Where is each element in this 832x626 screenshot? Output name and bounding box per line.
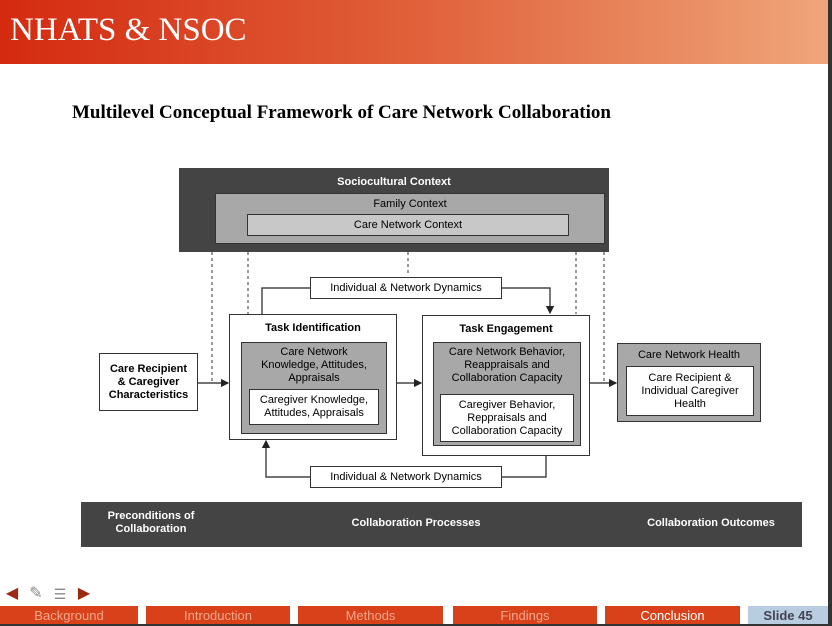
slide-number: Slide 45 — [748, 606, 828, 624]
slide-title: Multilevel Conceptual Framework of Care … — [72, 102, 611, 123]
care-network-health-box: Care Network Health Care Recipient & Ind… — [617, 343, 761, 422]
characteristics-box: Care Recipient & Caregiver Characteristi… — [99, 353, 198, 411]
tab-introduction[interactable]: Introduction — [146, 606, 290, 624]
pen-icon[interactable]: ✎ — [29, 585, 43, 602]
stage-footer: Preconditions of Collaboration Collabora… — [81, 502, 802, 547]
health-title: Care Network Health — [637, 348, 741, 361]
outcomes-label: Collaboration Outcomes — [647, 517, 775, 529]
preconditions-label: Preconditions of Collaboration — [107, 510, 195, 535]
tab-findings[interactable]: Findings — [453, 606, 597, 624]
network-behavior-label: Care Network Behavior, Reappraisals and … — [448, 346, 566, 384]
network-knowledge-box: Care Network Knowledge, Attitudes, Appra… — [241, 342, 387, 434]
tab-methods[interactable]: Methods — [298, 606, 443, 624]
care-network-context-box: Care Network Context — [247, 214, 569, 236]
network-knowledge-label: Care Network Knowledge, Attitudes, Appra… — [261, 346, 367, 384]
header-bar: NHATS & NSOC — [0, 0, 828, 64]
dynamics-top-box: Individual & Network Dynamics — [310, 277, 502, 299]
bottom-edge — [0, 624, 832, 626]
back-arrow-icon[interactable]: ◀ — [5, 585, 19, 602]
sociocultural-label: Sociocultural Context — [337, 176, 451, 188]
tab-background[interactable]: Background — [0, 606, 138, 624]
task-engagement-box: Task Engagement Care Network Behavior, R… — [422, 315, 590, 456]
header-title: NHATS & NSOC — [10, 12, 247, 48]
menu-icon[interactable]: ☰ — [53, 586, 67, 602]
network-behavior-box: Care Network Behavior, Reappraisals and … — [433, 342, 581, 446]
forward-arrow-icon[interactable]: ▶ — [77, 585, 91, 602]
task-identification-box: Task Identification Care Network Knowled… — [229, 314, 397, 440]
task-identification-title: Task Identification — [265, 321, 361, 334]
processes-label: Collaboration Processes — [351, 517, 481, 529]
task-engagement-title: Task Engagement — [459, 322, 553, 335]
caregiver-behavior-box: Caregiver Behavior, Reppraisals and Coll… — [440, 394, 574, 442]
tab-conclusion[interactable]: Conclusion — [605, 606, 740, 624]
family-label: Family Context — [373, 198, 447, 210]
window-edge — [828, 0, 832, 626]
dynamics-bottom-box: Individual & Network Dynamics — [310, 466, 502, 488]
caregiver-knowledge-box: Caregiver Knowledge, Attitudes, Appraisa… — [249, 389, 379, 425]
individual-health-box: Care Recipient & Individual Caregiver He… — [626, 366, 754, 416]
